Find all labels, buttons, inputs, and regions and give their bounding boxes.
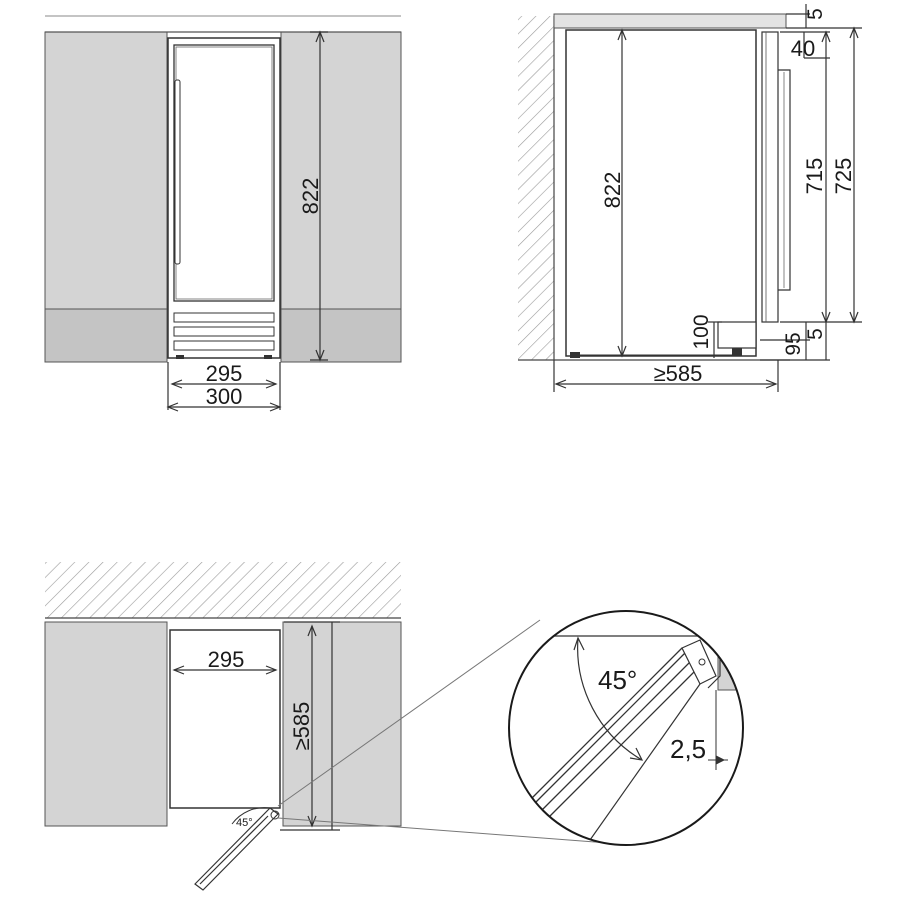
side-view: 822 100 5 40 715 — [518, 4, 862, 392]
front-outer-width-label: 300 — [206, 384, 243, 409]
side-foot-label: 100 — [690, 314, 713, 349]
plinth-left — [44, 308, 168, 363]
detail-gap-label: 2,5 — [670, 734, 706, 764]
top-cabinet-left — [44, 621, 168, 827]
top-cabinet-right — [282, 621, 402, 827]
cabinet-right — [280, 31, 402, 363]
wall-hatch — [518, 16, 554, 360]
front-view: 822 295 300 — [44, 15, 402, 412]
side-bottom-gap-label: 5 — [804, 328, 827, 340]
side-handle — [778, 69, 791, 291]
door-side — [761, 31, 779, 323]
top-wall-hatch — [45, 562, 401, 618]
top-depth-label: ≥585 — [289, 702, 314, 751]
side-top-gap-label: 5 — [804, 8, 827, 20]
front-height-label: 822 — [298, 178, 323, 215]
kick-plate — [717, 321, 757, 349]
side-door-offset-label: 40 — [791, 36, 815, 61]
appliance-side — [565, 29, 757, 357]
detail-view: 45° 2,5 — [508, 610, 744, 846]
top-angle-label: 45° — [236, 817, 253, 829]
grille-1 — [173, 312, 275, 323]
detail-angle-label: 45° — [598, 665, 637, 695]
glass-door — [173, 44, 275, 302]
side-total-height-label: 725 — [831, 158, 856, 195]
detail-circle-outline — [508, 610, 744, 846]
grille-3 — [173, 340, 275, 351]
grille-2 — [173, 326, 275, 337]
cabinet-left — [44, 31, 168, 363]
side-plinth-label: 95 — [782, 332, 805, 355]
front-inner-width-label: 295 — [206, 361, 243, 386]
worktop — [553, 13, 787, 29]
side-depth-label: ≥585 — [654, 361, 703, 386]
top-view: 295 45° ≥585 — [44, 562, 609, 891]
detail-circle-bg — [509, 611, 743, 845]
top-appliance — [169, 629, 281, 809]
side-height-label: 822 — [600, 172, 625, 209]
top-width-label: 295 — [208, 647, 245, 672]
top-door-open — [194, 807, 279, 891]
door-handle — [174, 79, 181, 265]
plinth-right — [280, 308, 402, 363]
side-door-height-label: 715 — [802, 158, 827, 195]
